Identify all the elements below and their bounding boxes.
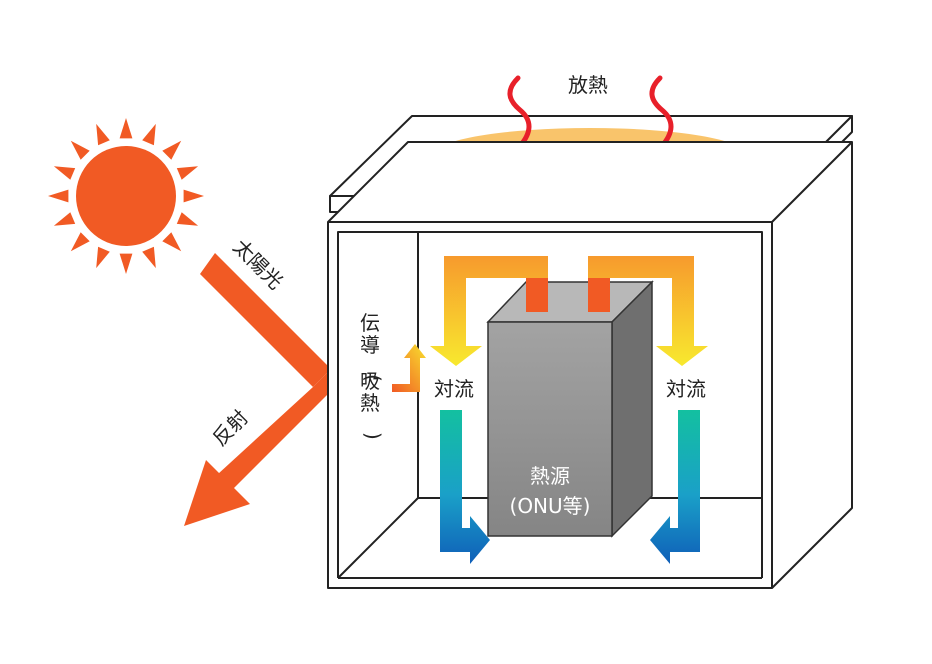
conduction-absorption-char: 吸 [360, 369, 380, 393]
sun-ray [70, 140, 90, 160]
conduction-absorption-char: ( [361, 374, 385, 382]
reflection-arrow-head [184, 460, 250, 526]
heat-source-sublabel: (ONU等) [510, 494, 591, 518]
convection-cool-arrow-right [650, 410, 700, 564]
heat-source-box [486, 280, 654, 538]
sun-ray [162, 232, 182, 252]
sun-rays [48, 118, 204, 274]
reflection-arrow-shaft [218, 369, 331, 489]
convection-cool-arrow-left [440, 410, 490, 564]
heat-wave-icon [507, 75, 532, 149]
sun-ray [119, 118, 133, 139]
sunlight-arrow [200, 253, 331, 387]
convection-hot-arrow-right [588, 256, 708, 366]
reflection-label: 反射 [208, 405, 253, 450]
convection-hot-stub-right [588, 278, 610, 312]
heat-dissipation-label: 放熱 [568, 73, 608, 97]
sun-ray [48, 189, 69, 203]
conduction-absorption-char: 熱 [360, 391, 380, 415]
sun-ray [53, 166, 76, 180]
sun-ray [142, 246, 156, 269]
convection-hot-stub-left [526, 278, 548, 312]
conduction-absorption-char: 導 [360, 333, 380, 357]
convection-left-label: 対流 [434, 377, 474, 401]
sun-ray [70, 232, 90, 252]
sun-disc [76, 146, 176, 246]
absorption-arrow [392, 344, 426, 392]
sun-ray [142, 123, 156, 146]
conduction-absorption-label: 伝導 (吸熱) [360, 311, 385, 440]
sun-ray [183, 189, 204, 203]
sun-ray [176, 212, 199, 226]
sun-ray [119, 253, 133, 274]
convection-right-label: 対流 [666, 377, 706, 401]
heat-source-label: 熱源 [530, 464, 570, 488]
sun-ray [53, 212, 76, 226]
conduction-absorption-char: 伝 [360, 311, 380, 335]
conduction-absorption-char: ) [361, 432, 385, 440]
sun-ray [96, 123, 110, 146]
convection-hot-arrow-left [430, 256, 548, 366]
sun-icon [48, 118, 204, 274]
heat-wave-icon [649, 75, 674, 149]
sun-ray [162, 140, 182, 160]
sun-ray [96, 246, 110, 269]
sun-ray [176, 166, 199, 180]
